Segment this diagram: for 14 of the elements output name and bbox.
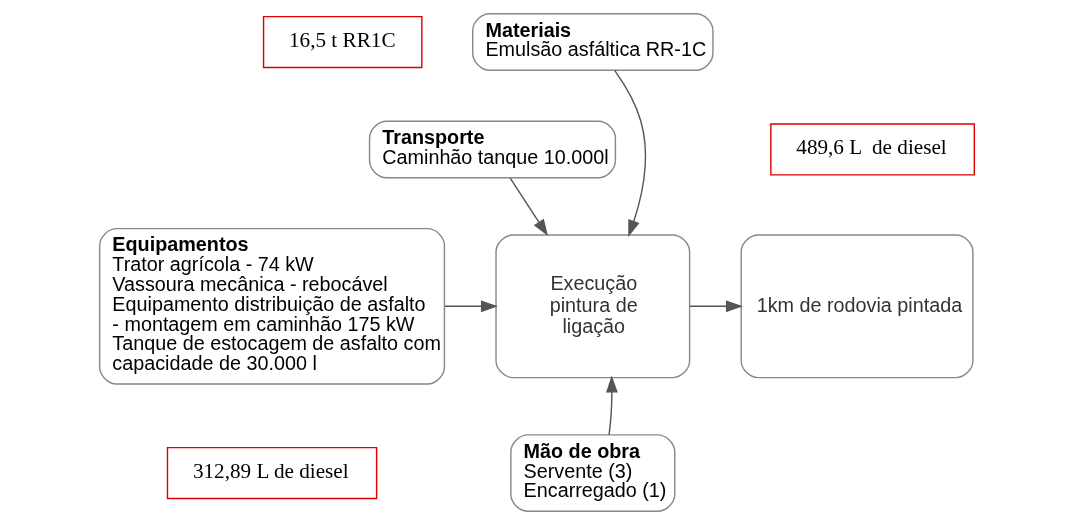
node-box: 312,89 L de diesel [166, 446, 377, 500]
node-box: Materiais Emulsão asfáltica RR-1C [471, 13, 714, 72]
arrow [509, 177, 548, 237]
node-box: Equipamentos Trator agrícola - 74 kW Vassoura mecânica - rebocável Equipamento distribuição de asfalto - montagem em caminhão 175 kW Tanque de estocagem de asfalto com capacidade de 30.000 l [98, 227, 445, 385]
arrow [605, 375, 618, 436]
node-box: 489,6 L de diesel [769, 123, 975, 176]
arrow [688, 300, 743, 313]
node-box: 16,5 t RR1C [262, 15, 423, 69]
arrow [443, 300, 498, 313]
node-box: Execução pintura de ligação [494, 234, 690, 379]
node-box: Mão de obra Servente (3) Encarregado (1) [509, 434, 675, 512]
arrow [613, 69, 646, 237]
node-box: 1km de rodovia pintada [740, 234, 974, 379]
node-box: Transporte Caminhão tanque 10.000l [368, 120, 616, 179]
